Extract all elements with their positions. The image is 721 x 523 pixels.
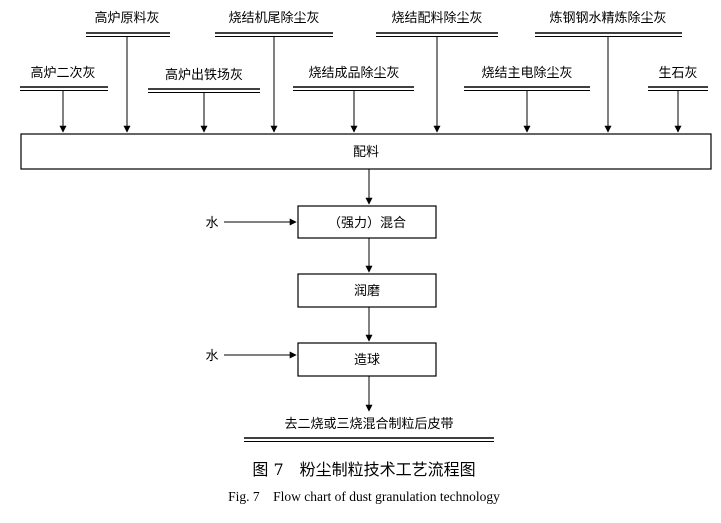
source-sinter-product-dust-ash: 烧结成品除尘灰 bbox=[293, 66, 414, 133]
caption-chinese: 图 7 粉尘制粒技术工艺流程图 bbox=[252, 460, 475, 479]
source-label: 烧结配料除尘灰 bbox=[391, 11, 482, 26]
output-destination: 去二烧或三烧混合制粒后皮带 bbox=[244, 417, 494, 442]
source-label: 高炉原料灰 bbox=[94, 10, 159, 26]
source-label: 烧结机尾除尘灰 bbox=[228, 11, 319, 26]
source-blast-furnace-casthouse-ash: 高炉出铁场灰 bbox=[148, 67, 260, 133]
water-input-pelletizing: 水 bbox=[205, 349, 297, 364]
batching-label: 配料 bbox=[353, 145, 379, 160]
mixing-step: （强力）混合 bbox=[297, 205, 437, 239]
source-blast-furnace-secondary-ash: 高炉二次灰 bbox=[20, 65, 108, 133]
source-blast-furnace-raw-material-ash: 高炉原料灰 bbox=[86, 10, 170, 133]
output-label: 去二烧或三烧混合制粒后皮带 bbox=[284, 417, 453, 432]
source-label: 生石灰 bbox=[658, 66, 697, 81]
source-sinter-main-esp-ash: 烧结主电除尘灰 bbox=[464, 66, 590, 133]
source-sinter-tail-dust-ash: 烧结机尾除尘灰 bbox=[215, 11, 333, 133]
water-label: 水 bbox=[205, 349, 218, 364]
source-label: 高炉二次灰 bbox=[30, 65, 95, 81]
caption-english: Fig. 7 Flow chart of dust granulation te… bbox=[228, 489, 500, 504]
source-steelmaking-refining-dust-ash: 炼钢钢水精炼除尘灰 bbox=[535, 11, 682, 133]
pelletizing-label: 造球 bbox=[354, 353, 380, 368]
batching-step: 配料 bbox=[20, 133, 712, 170]
source-label: 烧结主电除尘灰 bbox=[481, 66, 572, 81]
wetting-grinding-step: 润磨 bbox=[297, 273, 437, 308]
source-label: 高炉出铁场灰 bbox=[165, 67, 243, 83]
source-label: 炼钢钢水精炼除尘灰 bbox=[549, 11, 666, 26]
source-label: 烧结成品除尘灰 bbox=[308, 66, 399, 81]
source-sinter-batching-dust-ash: 烧结配料除尘灰 bbox=[376, 11, 498, 133]
pelletizing-step: 造球 bbox=[297, 342, 437, 377]
mixing-label: （强力）混合 bbox=[328, 216, 406, 231]
wetting-label: 润磨 bbox=[354, 284, 380, 299]
source-quicklime: 生石灰 bbox=[648, 66, 708, 133]
water-label: 水 bbox=[205, 216, 218, 231]
water-input-mixing: 水 bbox=[205, 216, 297, 231]
